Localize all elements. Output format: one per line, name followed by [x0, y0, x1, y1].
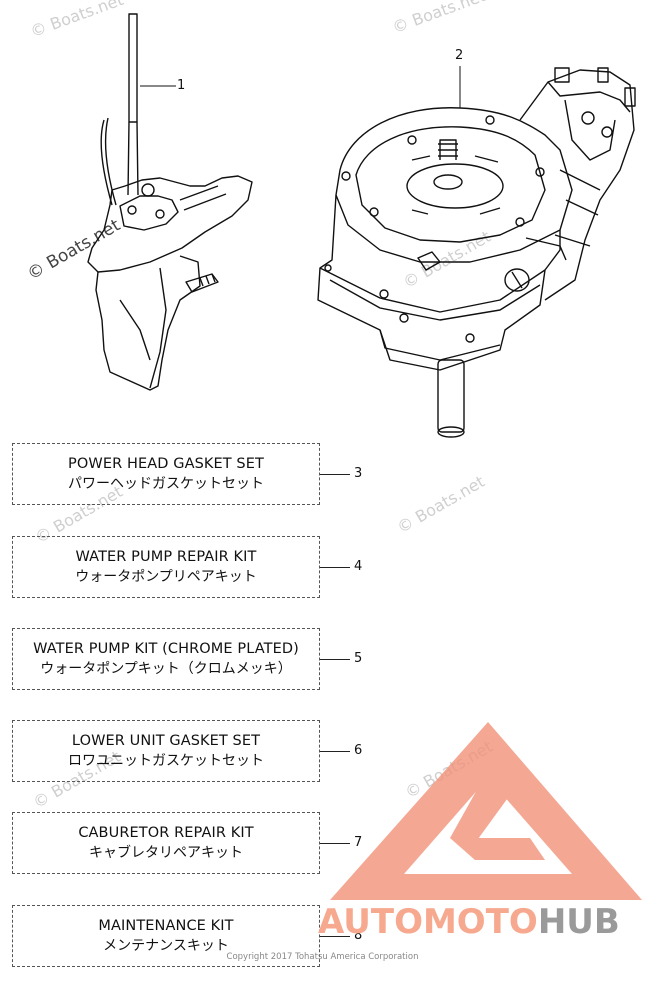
leader-line [320, 936, 350, 937]
kit-name-ja: ウォータポンプリペアキット [75, 569, 257, 585]
kit-name-en: WATER PUMP KIT (CHROME PLATED) [33, 641, 299, 657]
kit-name-ja: キャブレタリペアキット [89, 845, 243, 861]
kit-name-en: MAINTENANCE KIT [98, 918, 234, 934]
kit-name-ja: ロワユニットガスケットセット [68, 753, 264, 769]
logo-text-hub: HUB [537, 902, 620, 942]
leader-line [320, 474, 350, 475]
kit-box-caburetor-repair-kit: CABURETOR REPAIR KIT キャブレタリペアキット [12, 812, 320, 874]
copyright: Copyright 2017 Tohatsu America Corporati… [226, 952, 419, 962]
automotohub-logo-text: AUTOMOTOHUB [318, 902, 620, 942]
callout-number: 1 [177, 78, 186, 93]
kit-box-water-pump-repair-kit: WATER PUMP REPAIR KIT ウォータポンプリペアキット [12, 536, 320, 598]
kit-name-en: CABURETOR REPAIR KIT [78, 825, 254, 841]
leader-line [320, 843, 350, 844]
leader-line [320, 567, 350, 568]
kit-box-water-pump-kit-chrome-plated: WATER PUMP KIT (CHROME PLATED) ウォータポンプキッ… [12, 628, 320, 690]
kit-name-ja: メンテナンスキット [103, 938, 229, 954]
leader-line [320, 659, 350, 660]
kit-name-ja: ウォータポンプキット（クロムメッキ） [40, 661, 292, 677]
callout-number: 5 [354, 651, 363, 666]
kit-name-en: LOWER UNIT GASKET SET [71, 733, 261, 749]
kit-box-maintenance-kit: MAINTENANCE KIT メンテナンスキット [12, 905, 320, 967]
kit-name-en: WATER PUMP REPAIR KIT [75, 549, 257, 565]
kit-name-ja: パワーヘッドガスケットセット [68, 476, 264, 492]
logo-text-automoto: AUTOMOTO [318, 902, 538, 942]
callout-number: 6 [354, 743, 363, 758]
kit-box-power-head-gasket-set: POWER HEAD GASKET SET パワーヘッドガスケットセット [12, 443, 320, 505]
callout-number: 2 [455, 48, 464, 63]
callout-number: 3 [354, 466, 363, 481]
kit-name-en: POWER HEAD GASKET SET [68, 456, 264, 472]
callout-number: 7 [354, 835, 363, 850]
leader-line [320, 751, 350, 752]
callout-number: 4 [354, 559, 363, 574]
callout-number: 8 [354, 928, 363, 943]
kit-box-lower-unit-gasket-set: LOWER UNIT GASKET SET ロワユニットガスケットセット [12, 720, 320, 782]
